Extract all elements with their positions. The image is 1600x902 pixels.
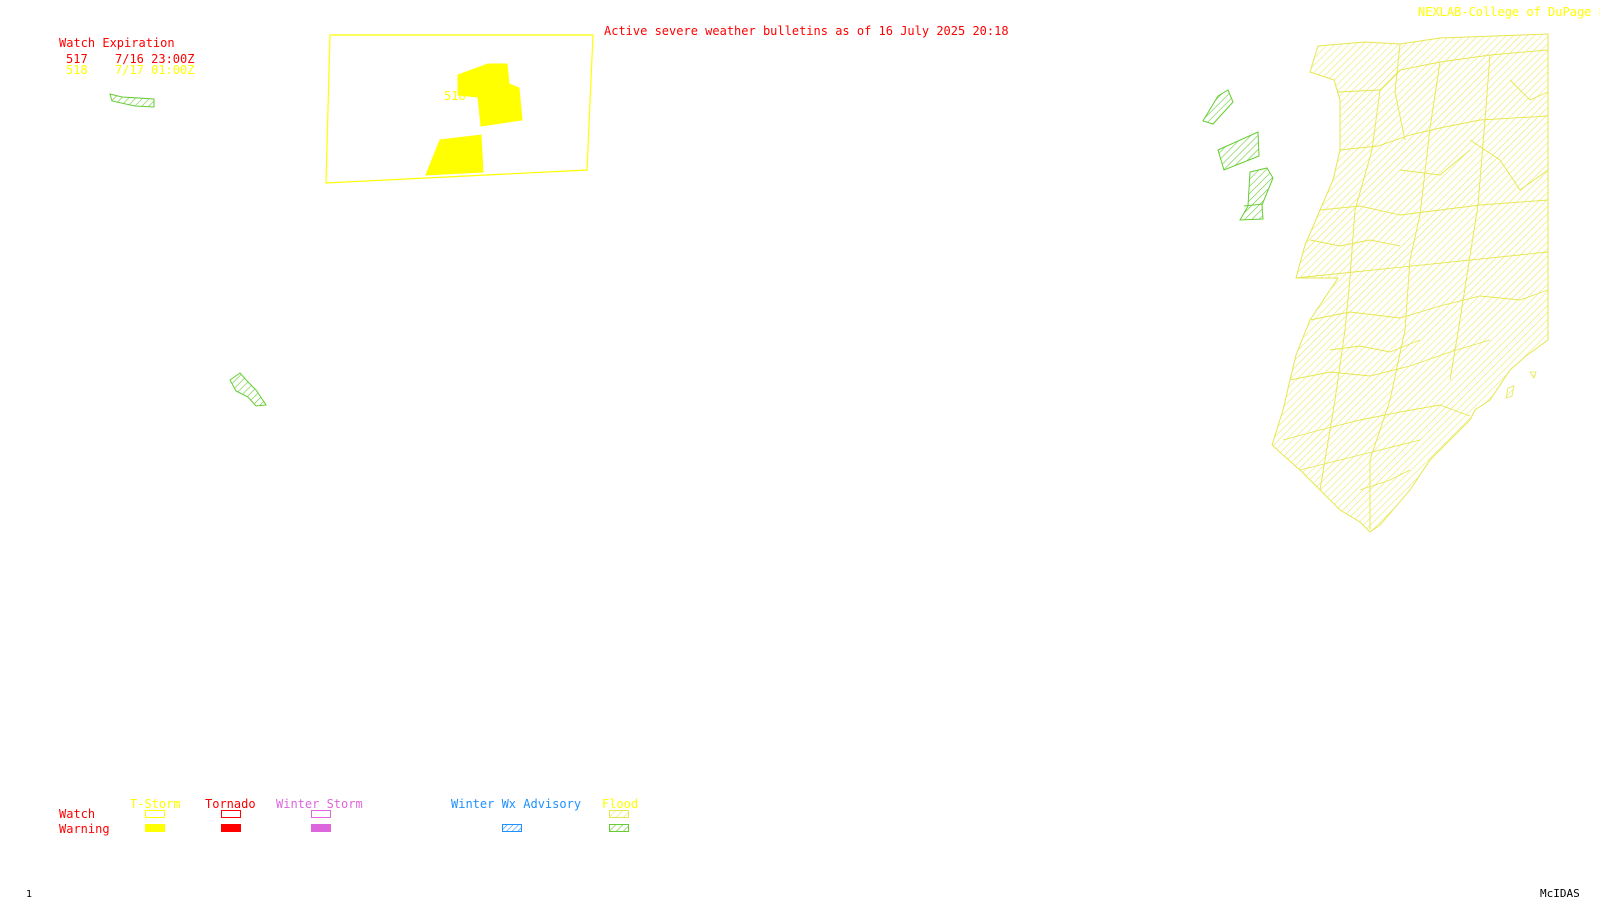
- legend-swatch-winter-storm-watch: [311, 810, 331, 818]
- flood-watch-region: [1529, 371, 1537, 379]
- software-label: McIDAS: [1540, 887, 1580, 900]
- legend-swatch-winter-storm-warning: [311, 824, 331, 832]
- legend-header-tornado: Tornado: [205, 797, 256, 811]
- legend-row-watch: Watch: [59, 807, 96, 821]
- credit-label: NEXLAB-College of DuPage E: [1418, 5, 1600, 19]
- legend-header-tstorm: T-Storm: [130, 797, 181, 811]
- watch-expiry: 7/16 23:00Z: [115, 52, 195, 66]
- frame-number: 1: [26, 889, 33, 900]
- flood-watch-region: [1505, 385, 1515, 399]
- watch-id: 518: [66, 63, 88, 77]
- flood-watch-region: [1271, 33, 1549, 533]
- flood-warning-polygon: [229, 372, 267, 407]
- watch-id: 517: [66, 52, 88, 66]
- legend-header-flood: Flood: [602, 797, 639, 811]
- legend-swatch-flood-warning: [609, 824, 629, 832]
- flood-warning-polygon: [1202, 89, 1234, 125]
- flood-warning-polygon: [109, 93, 155, 108]
- legend-header-winter-advisory: Winter Wx Advisory: [451, 797, 582, 811]
- tstorm-warning-polygon: [425, 134, 484, 176]
- legend-swatch-tornado-warning: [221, 824, 241, 832]
- tstorm-warning-polygon: [457, 63, 523, 127]
- bulletin-title: Active severe weather bulletins as of 16…: [604, 24, 1009, 38]
- legend-row-warning: Warning: [59, 822, 110, 836]
- watch-box-label: 518: [444, 89, 466, 103]
- watch-box-518: [325, 34, 594, 184]
- watch-expiration-title: Watch Expiration: [59, 36, 175, 50]
- watch-expiry: 7/17 01:00Z: [115, 63, 195, 77]
- legend-swatch-flood-watch: [609, 810, 629, 818]
- legend-swatch-tstorm-warning: [145, 824, 165, 832]
- flood-warning-polygon: [1217, 131, 1260, 171]
- legend-swatch-tornado-watch: [221, 810, 241, 818]
- legend-swatch-tstorm-watch: [145, 810, 165, 818]
- legend-swatch-winter-advisory: [502, 824, 522, 832]
- legend-header-winter-storm: Winter Storm: [276, 797, 363, 811]
- flood-warning-polygon: [1239, 167, 1274, 221]
